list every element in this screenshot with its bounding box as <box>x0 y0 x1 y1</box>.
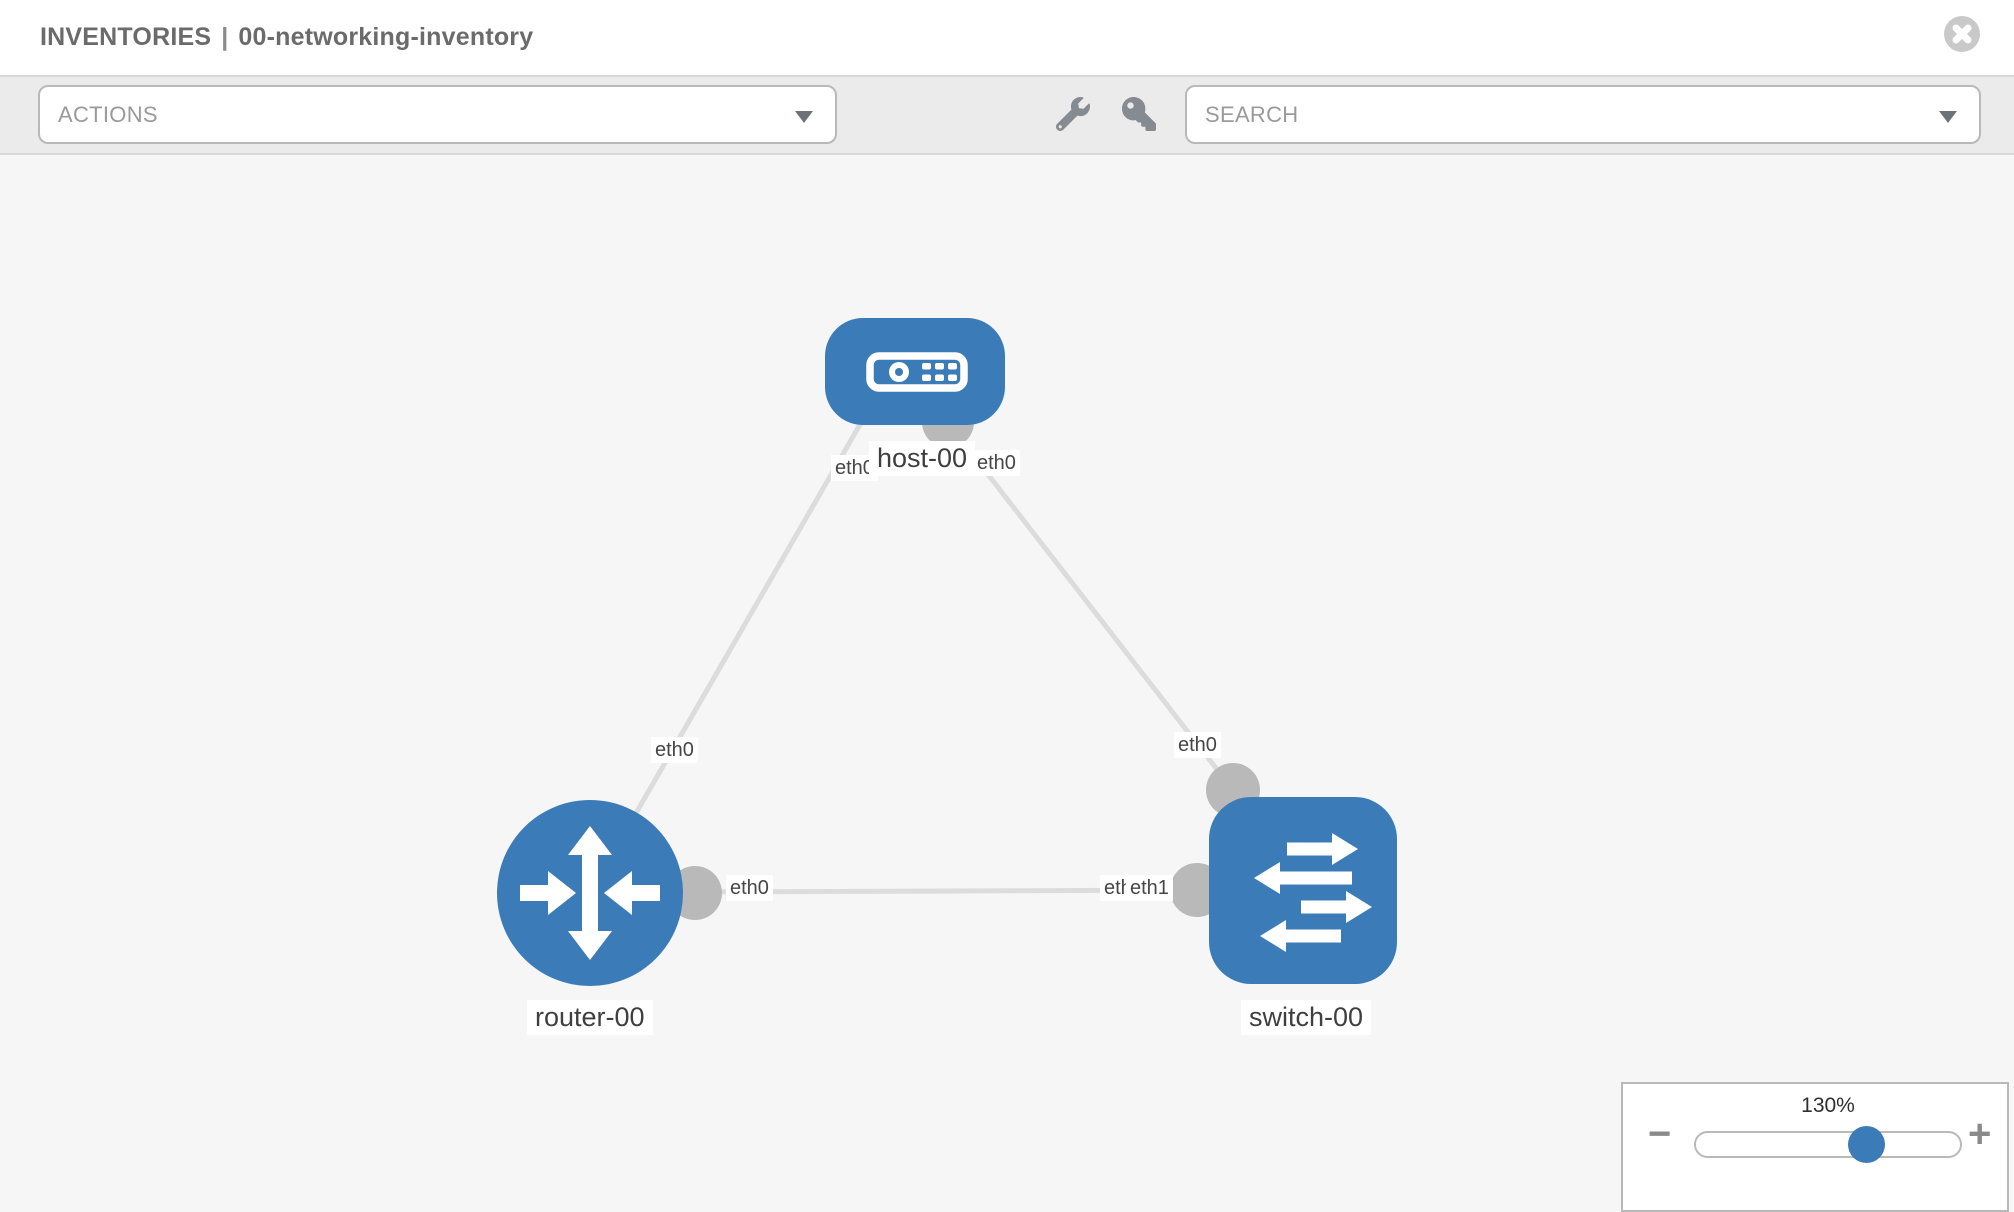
toolbar: ACTIONS SEARCH <box>0 77 2014 155</box>
search-dropdown[interactable]: SEARCH <box>1185 85 1981 144</box>
key-icon <box>1122 97 1156 131</box>
breadcrumb-section: INVENTORIES <box>40 23 212 51</box>
link-host-switch[interactable] <box>946 421 1235 792</box>
tools-button[interactable] <box>1055 97 1094 135</box>
host-icon <box>866 352 968 392</box>
node-host[interactable] <box>825 318 1005 425</box>
interface-label: eth0 <box>1174 732 1221 758</box>
close-icon <box>1952 24 1972 44</box>
interface-label: eth0 <box>973 450 1020 476</box>
panel-header: INVENTORIES | 00-networking-inventory <box>0 0 2014 77</box>
wrench-icon <box>1055 97 1090 132</box>
search-dropdown-label: SEARCH <box>1205 102 1299 127</box>
zoom-slider-track[interactable] <box>1694 1126 1962 1163</box>
node-label-host: host-00 <box>869 441 976 476</box>
topology-canvas[interactable]: eth0 eth0 eth0 eth0 eth0 eth1 eth1 host-… <box>0 155 2014 1200</box>
chevron-down-icon <box>795 111 813 123</box>
node-label-router: router-00 <box>527 1000 653 1035</box>
router-icon <box>520 826 660 960</box>
close-button[interactable] <box>1944 16 1980 52</box>
interface-label: eth0 <box>726 875 773 901</box>
interface-label: eth0 <box>651 737 698 763</box>
zoom-level: 130% <box>1801 1094 1855 1117</box>
interface-label: eth1 <box>1126 875 1173 901</box>
actions-dropdown[interactable]: ACTIONS <box>38 85 837 144</box>
breadcrumb-separator: | <box>221 23 229 51</box>
node-router[interactable] <box>497 800 683 986</box>
zoom-in-button[interactable]: + <box>1968 1112 1992 1156</box>
inventory-name: 00-networking-inventory <box>238 23 534 51</box>
page-title: INVENTORIES | 00-networking-inventory <box>40 0 533 75</box>
zoom-slider-handle[interactable] <box>1848 1126 1885 1163</box>
topology-links <box>587 419 1235 895</box>
credentials-button[interactable] <box>1122 97 1160 135</box>
actions-dropdown-label: ACTIONS <box>58 102 158 127</box>
zoom-panel: 130% − + <box>1621 1082 2009 1212</box>
node-label-switch: switch-00 <box>1241 1000 1372 1035</box>
node-switch[interactable] <box>1209 797 1397 984</box>
switch-icon <box>1254 833 1372 952</box>
zoom-out-button[interactable]: − <box>1648 1112 1672 1156</box>
chevron-down-icon <box>1939 111 1957 123</box>
